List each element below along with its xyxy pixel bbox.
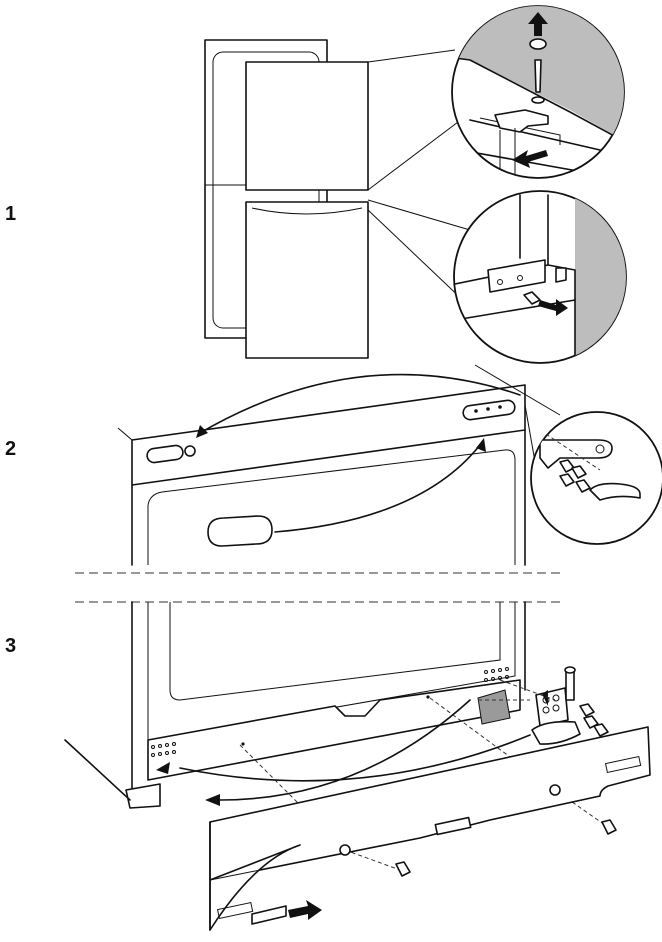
fridge-foot — [125, 783, 161, 809]
upper-door — [245, 61, 369, 191]
step-number-1: 1 — [5, 203, 17, 225]
magnifier-callout-icon — [451, 5, 625, 179]
screw-icon — [579, 703, 595, 717]
door-hinge-icon — [494, 109, 549, 133]
screw-icon — [593, 723, 609, 737]
kick-panel-slot — [434, 816, 472, 836]
screw-icon — [601, 819, 617, 835]
hinge-cap — [529, 38, 547, 50]
screw-icon — [559, 473, 575, 487]
kick-panel — [209, 695, 651, 931]
arrow-icon — [538, 299, 568, 316]
magnifier-callout-icon — [530, 411, 662, 545]
fridge-front-view — [204, 39, 471, 359]
callout-leader — [367, 49, 456, 63]
callout-leader — [367, 199, 471, 231]
screw-hole — [549, 784, 561, 796]
lower-door-bottom-view — [64, 601, 609, 871]
screw-icon — [583, 715, 599, 729]
hinge-plate — [477, 689, 511, 725]
arrow-icon — [528, 12, 548, 36]
hinge-bracket — [531, 720, 581, 745]
magnifier-callout-icon — [453, 190, 627, 364]
hinge-pin — [565, 669, 575, 701]
screw-hole — [339, 844, 351, 856]
vent-holes — [151, 667, 509, 757]
lower-door-handle — [251, 207, 363, 215]
arrow-icon — [156, 762, 170, 774]
kick-panel-vent — [216, 901, 254, 920]
lower-door — [245, 201, 369, 359]
door-top-edge — [131, 384, 526, 486]
callout-leader — [367, 209, 469, 306]
screw-icon — [534, 59, 542, 93]
handle-recess — [207, 515, 273, 547]
screw-icon — [575, 479, 591, 493]
arrow-icon — [512, 150, 548, 168]
hinge-slot — [146, 444, 184, 464]
arrow-icon — [205, 794, 220, 806]
door-hinge-icon — [535, 687, 569, 727]
screw-icon — [395, 861, 411, 877]
door-bottom-edge — [147, 679, 521, 781]
screw-icon — [571, 465, 587, 479]
step-number-3: 3 — [5, 635, 17, 657]
arrow-icon — [196, 425, 208, 438]
washer — [531, 96, 545, 104]
cover-tab — [251, 905, 287, 925]
door-hinge-icon — [487, 259, 546, 293]
arrow-icon — [288, 900, 322, 920]
upper-door-top-view — [117, 364, 561, 566]
arrow-icon — [476, 438, 486, 452]
cabinet-side-shade — [575, 191, 626, 363]
callout-leader — [367, 121, 459, 191]
step-number-2: 2 — [5, 438, 17, 460]
kick-panel-vent — [604, 755, 642, 774]
hinge-hole — [184, 445, 196, 457]
hinge-cover — [589, 482, 641, 501]
arrow-icon — [542, 690, 548, 706]
